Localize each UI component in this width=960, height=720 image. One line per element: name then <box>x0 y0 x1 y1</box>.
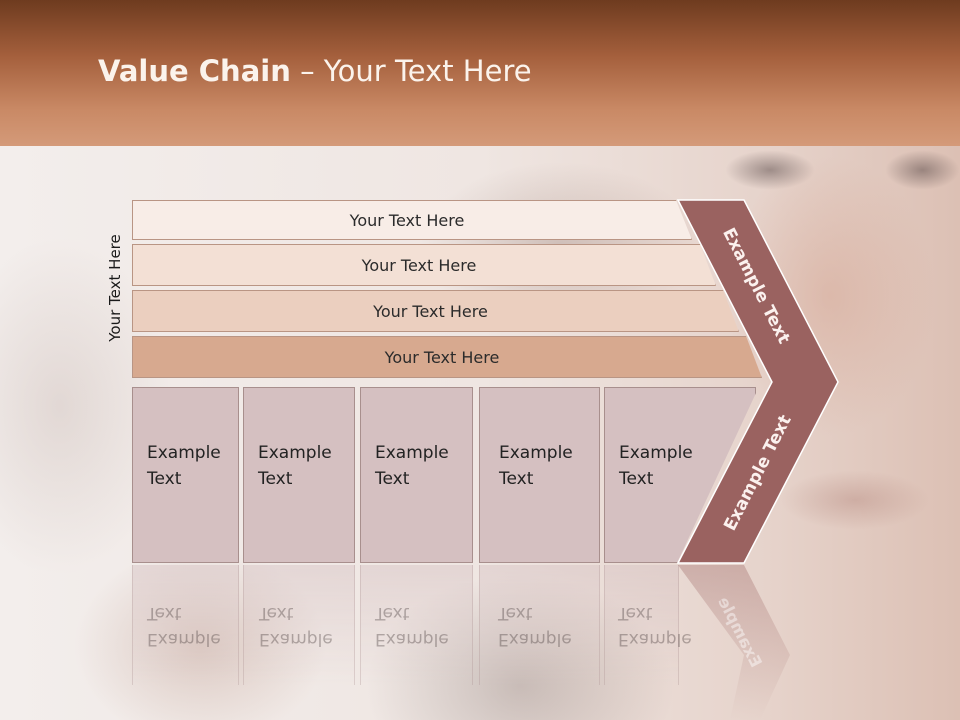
bar-label: Your Text Here <box>384 347 500 367</box>
support-column-3[interactable]: Example Text <box>360 387 473 563</box>
title-banner: Value Chain – Your Text Here <box>0 0 960 146</box>
column-text-line2: Text <box>375 469 410 489</box>
column-text-line2: Text <box>147 469 182 489</box>
support-column-1[interactable]: Example Text <box>132 387 239 563</box>
support-column-2[interactable]: Example Text <box>243 387 355 563</box>
chevron-reflection <box>678 565 790 720</box>
column-reflection <box>360 565 473 685</box>
column-text-line1: Example <box>499 443 573 463</box>
eye-shading-right <box>885 150 960 190</box>
bar-label: Your Text Here <box>373 301 488 321</box>
page-title: Value Chain – Your Text Here <box>98 54 532 88</box>
title-bold: Value Chain <box>98 54 291 88</box>
column-text-line2: Text <box>258 469 293 489</box>
bar-label: Your Text Here <box>361 255 477 275</box>
column-reflection <box>243 565 355 685</box>
column-reflection <box>132 565 239 685</box>
column-reflection <box>604 565 679 685</box>
process-bar-2[interactable]: Your Text Here <box>132 244 716 286</box>
eye-shading-left <box>725 150 815 190</box>
support-column-4[interactable]: Example Text <box>479 387 600 563</box>
bar-label: Your Text Here <box>349 210 465 230</box>
process-bar-3[interactable]: Your Text Here <box>132 290 739 332</box>
column-text-line2: Text <box>499 469 534 489</box>
process-bar-4[interactable]: Your Text Here <box>132 336 762 378</box>
column-text-line1: Example <box>147 443 221 463</box>
process-bar-1[interactable]: Your Text Here <box>132 200 692 240</box>
column-text-line1: Example <box>258 443 332 463</box>
column-text-line2: Text <box>619 469 654 489</box>
column-text-line1: Example <box>375 443 449 463</box>
necklace-shading <box>780 470 930 530</box>
column-reflection <box>479 565 600 685</box>
title-rest: – Your Text Here <box>290 54 532 88</box>
column-text-line1: Example <box>619 443 693 463</box>
chevron-shape <box>676 199 839 564</box>
